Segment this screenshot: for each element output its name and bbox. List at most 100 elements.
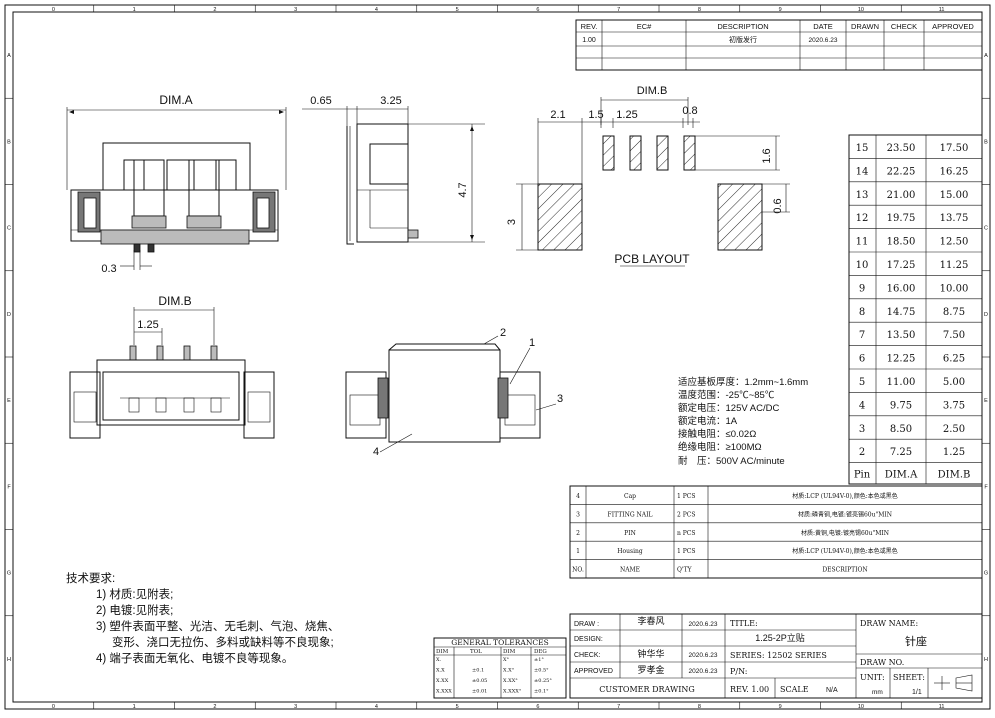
pin-table-cell: 11.25 bbox=[940, 260, 969, 271]
pin-table-cell: 17.50 bbox=[940, 143, 969, 154]
pin-table-cell: 6 bbox=[859, 354, 865, 365]
pin-table-cell: 9 bbox=[859, 283, 865, 294]
pin-table-cell: 10.00 bbox=[940, 283, 969, 294]
tolerance-header: DEG bbox=[534, 649, 547, 655]
zone-label-top: 7 bbox=[617, 7, 620, 13]
zone-label-right: D bbox=[984, 312, 988, 318]
pin-table-cell: 19.75 bbox=[887, 213, 916, 224]
rev-header-description: DESCRIPTION bbox=[717, 22, 768, 31]
design-label: DESIGN: bbox=[574, 636, 603, 643]
rev-header-ec: EC# bbox=[637, 22, 652, 31]
bom-cell: FITTING NAIL bbox=[608, 511, 653, 518]
zone-label-left: A bbox=[7, 53, 11, 59]
spec-line: 绝缘电阻：≥100MΩ bbox=[678, 441, 762, 453]
zone-label-left: E bbox=[7, 398, 11, 404]
zone-label-right: F bbox=[984, 484, 988, 490]
balloon-2: 2 bbox=[500, 327, 506, 339]
pin-table-cell: 17.25 bbox=[887, 260, 916, 271]
pin-table-header: DIM.B bbox=[938, 470, 971, 481]
bom-cell: 材质:LCP (UL94V-0),颜色:本色或黑色 bbox=[792, 492, 897, 500]
tolerance-cell: X.XXX bbox=[436, 689, 452, 695]
tolerance-cell: ±0.5° bbox=[534, 668, 549, 674]
rev-row-rev: 1.00 bbox=[582, 37, 596, 44]
rev-header-rev: REV. bbox=[581, 22, 598, 31]
dim-4-7-label: 4.7 bbox=[457, 182, 469, 197]
bom-header: Q'TY bbox=[677, 567, 693, 574]
zone-label-left: G bbox=[7, 571, 11, 577]
rev-header-date: DATE bbox=[813, 22, 832, 31]
tolerance-cell: X° bbox=[503, 657, 510, 663]
zone-label-right: H bbox=[984, 657, 988, 663]
bom-cell: PIN bbox=[624, 530, 636, 537]
pin-table-cell: 18.50 bbox=[887, 237, 916, 248]
bom-header: DESCRIPTION bbox=[822, 567, 867, 574]
zone-label-bottom: 1 bbox=[133, 704, 136, 710]
pin-table-header: Pin bbox=[854, 470, 871, 481]
pin-table-cell: 11.00 bbox=[887, 377, 916, 388]
rev-header-drawn: DRAWN bbox=[851, 22, 879, 31]
zone-label-left: D bbox=[7, 312, 11, 318]
tolerance-cell: X.XX° bbox=[503, 678, 518, 684]
balloon-4: 4 bbox=[373, 446, 379, 458]
approved-date: 2020.6.23 bbox=[689, 668, 718, 675]
spec-line: 额定电压：125V AC/DC bbox=[678, 402, 779, 414]
pin-table-cell: 12.50 bbox=[940, 237, 969, 248]
pin-table-cell: 16.25 bbox=[940, 166, 969, 177]
scale-value: N/A bbox=[826, 687, 838, 694]
pin-table-cell: 2.50 bbox=[943, 424, 965, 435]
pin-table-cell: 3 bbox=[859, 424, 865, 435]
zone-label-bottom: 9 bbox=[779, 704, 782, 710]
zone-label-top: 1 bbox=[133, 7, 136, 13]
pcb-dim-b-label: DIM.B bbox=[637, 85, 668, 97]
revision-block: REV. EC# DESCRIPTION DATE DRAWN CHECK AP… bbox=[575, 19, 983, 71]
pin-table-cell: 12.25 bbox=[887, 354, 916, 365]
zone-label-left: C bbox=[7, 226, 11, 232]
balloon-3: 3 bbox=[557, 393, 563, 405]
dim-0-3-label: 0.3 bbox=[101, 263, 116, 275]
tolerances-title: GENERAL TOLERANCES bbox=[451, 638, 549, 647]
pin-table-cell: 3.75 bbox=[943, 400, 965, 411]
zone-label-bottom: 8 bbox=[698, 704, 701, 710]
pin-table-cell: 7.25 bbox=[890, 447, 912, 458]
sheet-label: SHEET: bbox=[893, 673, 925, 682]
pin-table-header: DIM.A bbox=[885, 470, 918, 481]
bom-cell: 1 PCS bbox=[677, 548, 695, 555]
draw-date: 2020.6.23 bbox=[689, 621, 718, 628]
spec-line: 适应基板厚度：1.2mm~1.6mm bbox=[678, 376, 808, 388]
title-block: DRAW : 李春风 2020.6.23 DESIGN: CHECK: 钟华华 … bbox=[569, 613, 983, 699]
requirement-item: 2) 电镀:见附表; bbox=[96, 603, 173, 617]
pin-table-cell: 22.25 bbox=[887, 166, 916, 177]
pin-table-cell: 1.25 bbox=[943, 447, 965, 458]
pin-table-cell: 8.50 bbox=[890, 424, 912, 435]
pin-table-cell: 13.75 bbox=[940, 213, 969, 224]
bottom-view: DIM.B 1.25 bbox=[69, 294, 275, 439]
zone-label-bottom: 2 bbox=[213, 704, 216, 710]
draw-name: 李春风 bbox=[637, 615, 664, 626]
pin-table-cell: 11 bbox=[856, 237, 869, 248]
tolerance-cell: ±0.05 bbox=[472, 678, 487, 684]
zone-label-right: E bbox=[984, 398, 988, 404]
rev-row-date: 2020.6.23 bbox=[809, 37, 838, 44]
zone-label-right: C bbox=[984, 226, 988, 232]
zone-label-left: H bbox=[7, 657, 11, 663]
check-date: 2020.6.23 bbox=[689, 652, 718, 659]
tolerance-cell: X.X° bbox=[503, 668, 515, 674]
zone-label-top: 6 bbox=[536, 7, 539, 13]
draw-name-value: 针座 bbox=[905, 634, 927, 648]
zone-label-bottom: 11 bbox=[939, 704, 945, 710]
dim-3-label: 3 bbox=[506, 219, 518, 225]
pin-table-cell: 15.00 bbox=[940, 190, 969, 201]
draw-no-label: DRAW NO. bbox=[860, 658, 904, 667]
pin-table-cell: 12 bbox=[856, 213, 869, 224]
tolerance-cell: ±0.01 bbox=[472, 689, 487, 695]
requirement-item: 4) 端子表面无氧化、电镀不良等现象。 bbox=[96, 651, 293, 665]
tolerance-cell: X.XX bbox=[436, 678, 449, 684]
dim-0-8-label: 0.8 bbox=[682, 105, 697, 117]
pin-table-cell: 15 bbox=[856, 143, 869, 154]
zone-label-bottom: 6 bbox=[536, 704, 539, 710]
requirement-item: 3) 塑件表面平整、光洁、无毛刺、气泡、烧焦、 bbox=[96, 619, 339, 633]
tolerance-cell: X.X bbox=[436, 668, 445, 674]
pin-table-cell: 16.00 bbox=[887, 283, 916, 294]
